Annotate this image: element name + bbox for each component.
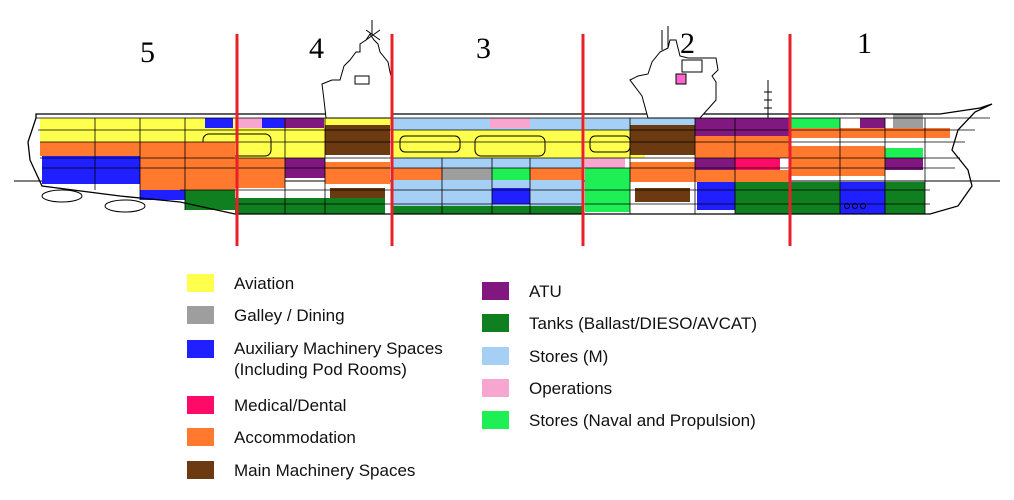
legend-label-line2: (Including Pod Rooms) (234, 360, 407, 379)
aft-island (629, 26, 719, 119)
legend-item-stores-m: Stores (M) (482, 345, 608, 367)
legend-label: Operations (529, 378, 613, 398)
legend-item-tanks: Tanks (Ballast/DIESO/AVCAT) (482, 312, 757, 334)
zone-dividers (235, 34, 792, 246)
stern-boats (41, 189, 146, 213)
legend-swatch (482, 379, 509, 397)
legend-swatch (482, 314, 509, 332)
legend-swatch (187, 306, 214, 324)
legend-label: Auxiliary Machinery Spaces (Including Po… (234, 338, 443, 380)
zone-number: 3 (476, 32, 491, 65)
zone-number: 4 (309, 32, 324, 65)
legend-swatch (187, 461, 214, 479)
legend-item-auxiliary-machinery: Auxiliary Machinery Spaces (Including Po… (187, 338, 443, 384)
legend-swatch (482, 282, 509, 300)
legend-label: Main Machinery Spaces (234, 460, 416, 480)
zone-number: 5 (140, 36, 155, 69)
legend-item-main-machinery: Main Machinery Spaces (187, 459, 415, 481)
legend-label: Accommodation (234, 427, 356, 447)
legend-item-accommodation: Accommodation (187, 426, 356, 448)
ship-profile-diagram: 5 4 3 2 1 (14, 20, 1000, 246)
legend-swatch (187, 428, 214, 446)
legend-label: ATU (529, 281, 562, 301)
legend-item-stores-naval: Stores (Naval and Propulsion) (482, 409, 756, 431)
legend-label: Stores (M) (529, 346, 609, 366)
legend-item-medical: Medical/Dental (187, 394, 346, 416)
legend-item-atu: ATU (482, 280, 562, 302)
legend-label-line1: Auxiliary Machinery Spaces (234, 339, 443, 358)
legend-label: Tanks (Ballast/DIESO/AVCAT) (529, 313, 757, 333)
compartments (40, 114, 950, 214)
legend-item-galley: Galley / Dining (187, 304, 345, 326)
legend-label: Aviation (234, 273, 295, 293)
legend-label: Medical/Dental (234, 395, 347, 415)
legend-swatch (187, 396, 214, 414)
legend-item-aviation: Aviation (187, 272, 294, 294)
legend-item-operations: Operations (482, 377, 612, 399)
legend-label: Stores (Naval and Propulsion) (529, 410, 756, 430)
legend-swatch (187, 274, 214, 292)
legend-swatch (187, 340, 214, 358)
bow-portholes (844, 203, 866, 209)
zone-number: 1 (857, 27, 872, 60)
legend-swatch (482, 347, 509, 365)
forward-island (321, 20, 393, 119)
bow-mast (764, 80, 772, 118)
hull-outline (27, 103, 993, 215)
legend-swatch (482, 411, 509, 429)
zone-number: 2 (680, 27, 695, 60)
legend-label: Galley / Dining (234, 305, 345, 325)
